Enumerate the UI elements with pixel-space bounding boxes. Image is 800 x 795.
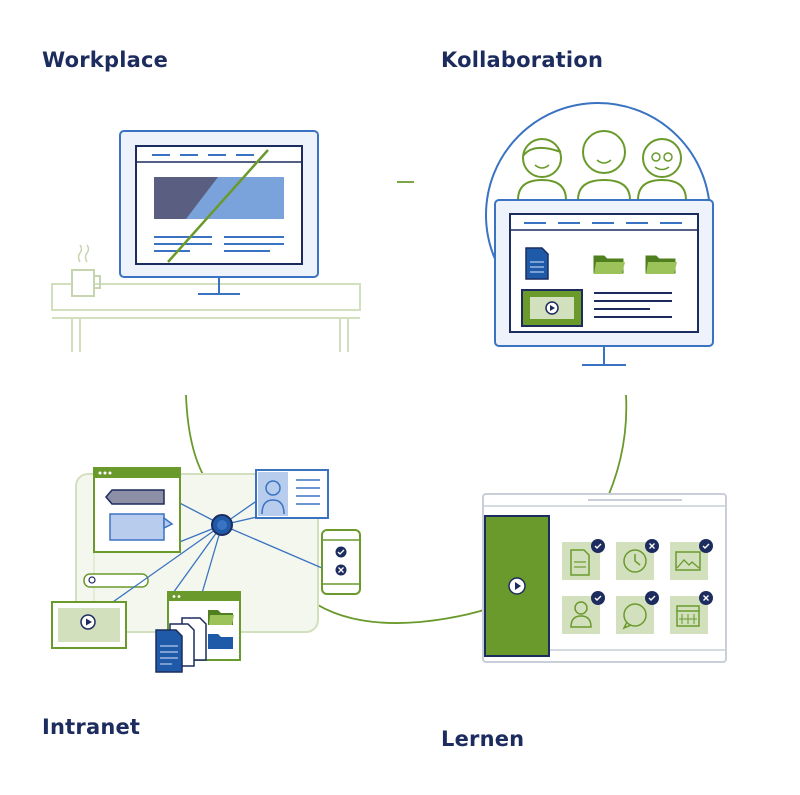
tile-chat-icon xyxy=(616,591,659,634)
tile-user-icon xyxy=(562,591,605,634)
kollaboration-illustration xyxy=(485,102,714,366)
intranet-illustration xyxy=(51,467,361,673)
search-icon xyxy=(88,576,96,584)
lernen-illustration xyxy=(482,493,727,663)
tile-image-icon xyxy=(670,539,713,580)
search-field-shape xyxy=(83,573,149,588)
document-icon xyxy=(525,247,549,280)
lernen-title: Lernen xyxy=(441,727,525,751)
workplace-illustration xyxy=(51,130,361,352)
video-panel-icon xyxy=(484,515,550,657)
chat-window-icon xyxy=(93,467,181,553)
tile-calendar-icon xyxy=(670,591,713,634)
coffee-mug-icon xyxy=(71,244,101,297)
tile-document-icon xyxy=(562,539,605,580)
workplace-title: Workplace xyxy=(42,48,169,72)
folder-icon xyxy=(593,255,625,274)
folder-icon xyxy=(645,255,677,274)
workplace-monitor xyxy=(119,130,319,295)
intranet-title: Intranet xyxy=(42,715,141,739)
people-group-icon xyxy=(517,130,687,211)
smartphone-icon xyxy=(321,529,361,595)
kollaboration-title: Kollaboration xyxy=(441,48,604,72)
video-thumbnail-icon xyxy=(521,289,583,327)
documents-stack-icon xyxy=(155,617,207,673)
desk xyxy=(51,283,361,352)
profile-card-icon xyxy=(255,469,329,519)
video-player-icon xyxy=(51,601,127,649)
tile-clock-icon xyxy=(616,539,659,580)
